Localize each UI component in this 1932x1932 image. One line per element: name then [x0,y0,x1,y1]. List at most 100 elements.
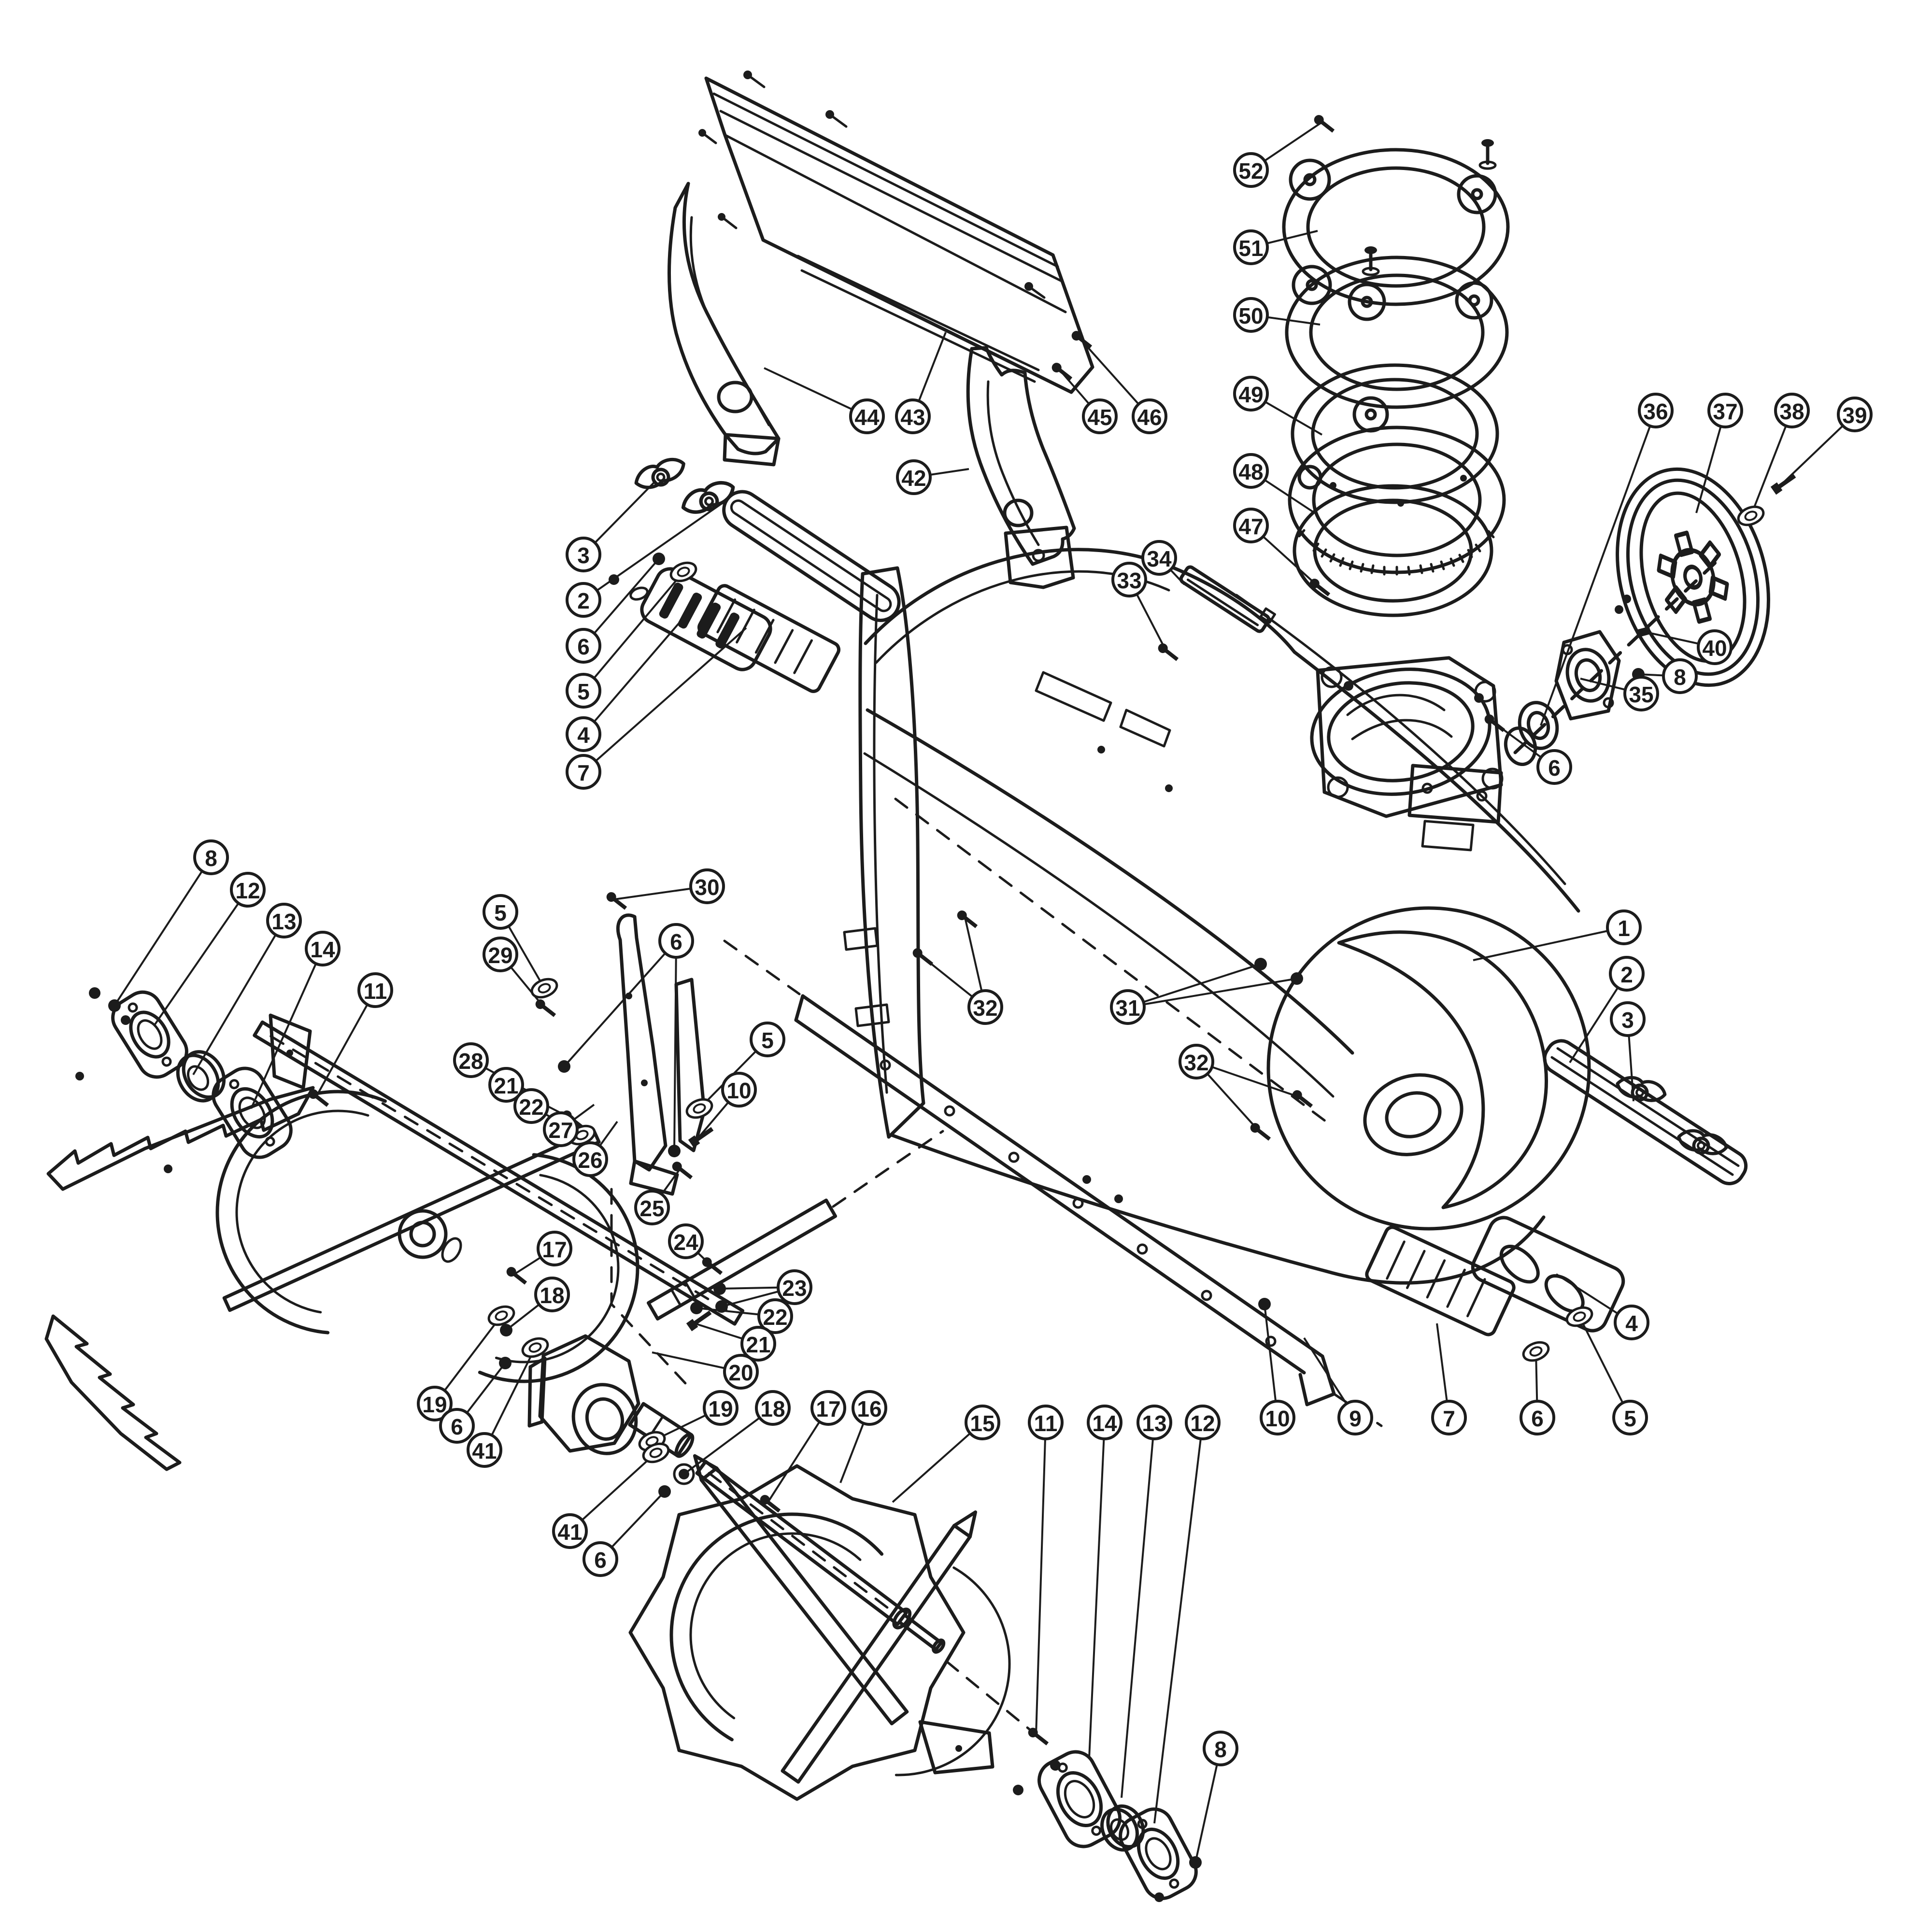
leader-line-12 [1153,1422,1204,1824]
callout-47: 47 [1233,508,1269,543]
callout-number: 2 [577,588,590,613]
callout-number: 13 [271,909,296,934]
nut-dot [1189,1856,1202,1869]
callout-balloon [1609,956,1645,992]
callout-number: 12 [235,878,260,903]
nut-dot [713,1282,726,1295]
callout-balloon [1606,909,1642,945]
callout-number: 6 [451,1414,463,1439]
callout-number: 21 [494,1073,518,1098]
callout-balloon [1337,1400,1373,1435]
bearing-cup-36 [1504,701,1559,767]
callout-number: 32 [973,995,997,1021]
callout-balloon [810,1390,846,1426]
callout-26: 26 [572,1141,608,1177]
ring-47 [1293,484,1493,617]
callout-balloon [566,673,601,709]
callout-6: 6 [566,628,601,664]
callout-number: 49 [1238,382,1263,407]
callout-number: 2 [1620,962,1633,987]
screw [1292,1090,1313,1108]
callout-balloon [537,1231,572,1266]
leader-line-12 [154,889,249,1026]
callout-balloon [230,872,266,908]
leader-line-36 [1540,410,1657,726]
callout-6: 6 [1536,749,1572,785]
callout-balloon [453,1042,489,1078]
leader-line-4 [582,609,692,735]
callout-balloon [488,1067,524,1103]
callout-number: 5 [494,900,507,925]
leader-line-6 [563,940,677,1067]
screw [912,948,934,966]
screw [1051,363,1073,381]
skid-plate-left [697,584,840,693]
callout-number: 4 [577,723,590,748]
callout-41: 41 [552,1513,588,1549]
callout-balloon [1662,658,1698,694]
washer [629,586,649,601]
callout-2: 2 [566,582,601,618]
leader-line-18 [683,1407,774,1475]
screw [760,1495,781,1513]
leader-line-1 [1473,926,1624,961]
screw [1071,331,1093,349]
callout-number: 22 [519,1094,543,1120]
callout-number: 19 [708,1396,733,1421]
callout-balloon [566,754,601,790]
callout-number: 6 [1531,1406,1544,1431]
spacer-dot [1615,605,1623,614]
callout-6: 6 [658,923,694,959]
callout-16: 16 [852,1390,887,1426]
callout-balloon [703,1390,739,1426]
callout-3: 3 [566,537,601,572]
leader-line-19 [434,1315,502,1405]
bolt [1770,474,1796,495]
callout-balloon [1179,1044,1214,1080]
screw [1309,579,1331,597]
callout-11: 11 [357,972,393,1008]
callout-4: 4 [1614,1305,1649,1340]
callout-balloon [266,903,302,938]
callout-balloon [534,1277,570,1312]
callout-8: 8 [1203,1731,1238,1766]
chute-deflector-panel [698,71,1094,394]
bearing-set-bottom [1013,1750,1198,1902]
callout-balloon [1612,1400,1648,1435]
clamp-knob [681,481,735,514]
washer [642,1442,670,1463]
callout-number: 7 [1443,1406,1455,1431]
bearing-set-left [75,987,293,1173]
callout-40: 40 [1697,629,1733,665]
callout-balloon [357,972,393,1008]
callout-number: 17 [542,1237,567,1262]
leader-line-11 [1035,1422,1047,1735]
callout-38: 38 [1774,393,1810,428]
callout-41: 41 [467,1432,502,1468]
screw [535,999,556,1017]
callout-number: 18 [540,1283,564,1308]
washer [669,561,697,582]
ring-49 [1291,363,1499,507]
callout-balloon [572,1141,608,1177]
nut-dot [668,1145,681,1157]
callout-25: 25 [634,1190,670,1225]
leader-line-13 [1121,1422,1155,1798]
callout-14: 14 [305,931,341,966]
callout-19: 19 [703,1390,739,1426]
callout-number: 51 [1238,236,1263,261]
callout-14: 14 [1087,1405,1122,1440]
nut-dot [1291,972,1303,985]
auger-bottom [628,1454,1039,1801]
callout-balloon [566,628,601,664]
leader-line-5 [582,571,684,692]
callout-number: 3 [1621,1008,1634,1033]
washer [530,978,558,999]
callout-12: 12 [1185,1405,1221,1440]
callout-balloon [1610,1001,1646,1037]
callout-number: 12 [1190,1411,1215,1436]
callout-number: 36 [1643,399,1668,424]
callout-balloon [658,923,694,959]
callout-48: 48 [1233,453,1269,489]
